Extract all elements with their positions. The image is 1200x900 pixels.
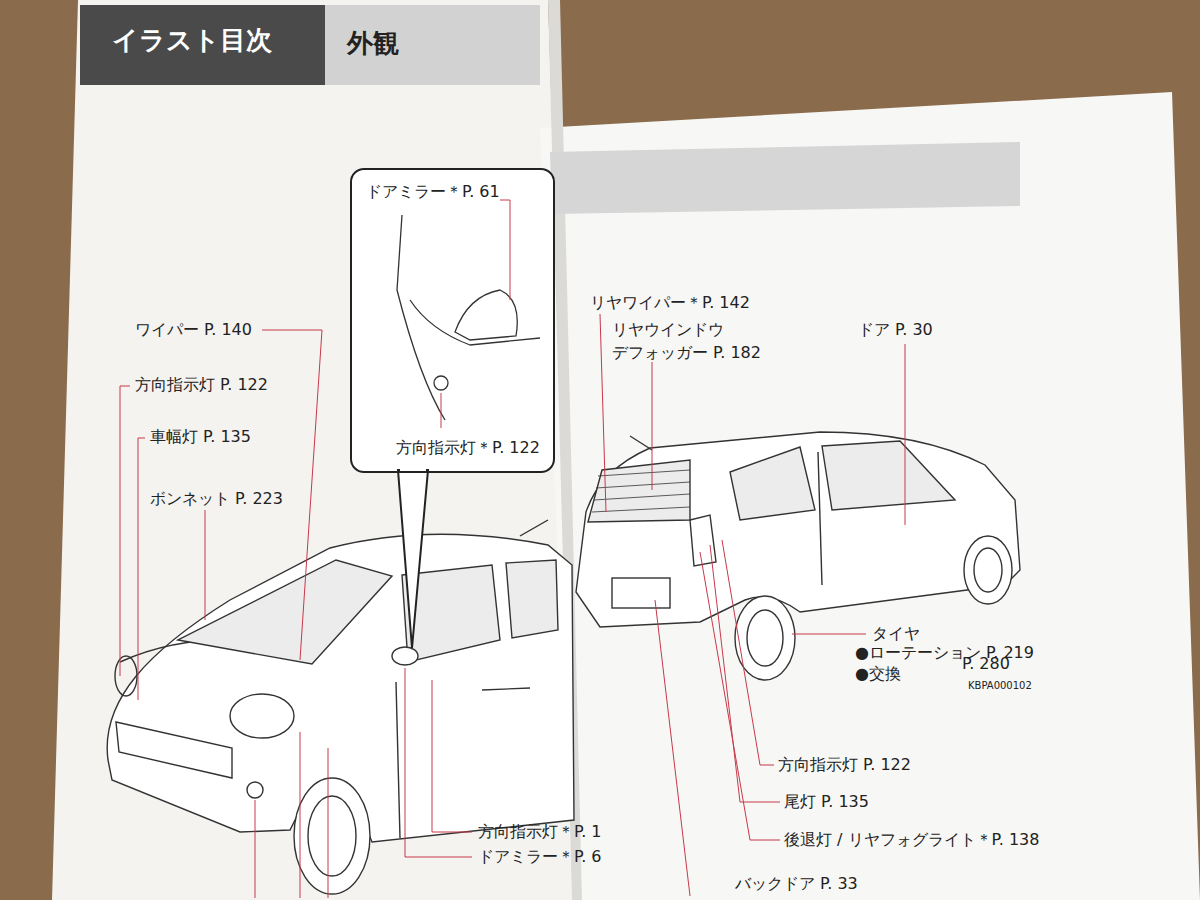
side-window <box>822 441 955 510</box>
tail-light <box>690 515 716 566</box>
part-label: バックドア P. 33 <box>735 874 858 893</box>
leader-line <box>652 362 653 490</box>
leader-line <box>700 552 780 840</box>
fog-light <box>247 782 263 798</box>
rear-car <box>576 432 1020 680</box>
callout <box>350 168 555 648</box>
wheel-rim <box>747 610 783 666</box>
headlight <box>115 656 137 696</box>
part-label: 後退灯 / リヤフォグライト＊P. 138 <box>784 830 1039 849</box>
wheel <box>964 536 1012 604</box>
door-handle <box>482 688 530 690</box>
leader-lines <box>120 200 905 898</box>
part-label: リヤワイパー＊P. 142 <box>590 293 750 312</box>
windshield <box>178 560 392 664</box>
side-indicator <box>434 376 448 390</box>
part-label: ボンネット P. 223 <box>150 489 283 508</box>
part-label: 方向指示灯 P. 122 <box>135 375 268 394</box>
door-line <box>396 682 400 838</box>
mirror-detail <box>397 215 540 420</box>
antenna <box>520 520 548 536</box>
car-body <box>576 432 1020 627</box>
side-window <box>506 560 558 638</box>
left-page <box>52 0 578 900</box>
leader-line <box>722 540 774 765</box>
leader-line <box>432 680 472 832</box>
side-window <box>730 447 815 520</box>
door-line <box>818 452 822 585</box>
license-plate <box>612 578 670 608</box>
wheel-rim <box>974 548 1002 592</box>
leader-line <box>905 344 906 525</box>
page-title: イラスト目次 <box>112 24 272 56</box>
part-label: リヤウインドウ デフォッガー P. 182 <box>612 318 787 364</box>
leader-line <box>138 438 145 700</box>
wheel-rim <box>308 796 356 876</box>
mirror-shape <box>455 290 517 340</box>
part-label: 方向指示灯 P. 122 <box>778 755 911 774</box>
defogger-lines <box>592 470 690 512</box>
part-label: ●交換 <box>855 664 901 683</box>
header-band <box>550 142 1020 214</box>
door-mirror <box>392 647 418 665</box>
part-label: タイヤ <box>872 624 920 643</box>
leader-line <box>205 510 206 620</box>
leader-line <box>600 314 606 512</box>
headlight <box>230 694 294 738</box>
grille <box>116 722 232 778</box>
callout-label: 方向指示灯＊P. 122 <box>396 438 540 458</box>
section-heading: 外観 <box>347 27 399 60</box>
leader-line <box>405 668 472 857</box>
callout-label: ドアミラー＊P. 61 <box>366 182 500 202</box>
part-label: P. 280 <box>962 654 1010 673</box>
leader-line <box>710 545 780 802</box>
leader-line <box>655 600 690 896</box>
antenna <box>630 436 652 450</box>
figure-code: KBPA000102 <box>968 679 1032 692</box>
leader-line <box>500 200 510 300</box>
leader-line <box>441 393 442 428</box>
leader-line <box>792 634 866 635</box>
right-page <box>540 92 1200 900</box>
part-label: 方向指示灯＊P. 1 <box>478 822 602 841</box>
leader-line <box>120 386 130 676</box>
title-tab <box>80 5 325 85</box>
callout-pointer <box>398 470 428 648</box>
part-label: 車幅灯 P. 135 <box>150 427 251 446</box>
part-label: ドア P. 30 <box>858 320 933 339</box>
section-band: 外観 <box>325 5 540 85</box>
part-label: 尾灯 P. 135 <box>784 792 869 811</box>
part-label: ドアミラー＊P. 6 <box>478 847 602 866</box>
callout-box: ドアミラー＊P. 61 方向指示灯＊P. 122 <box>350 168 555 473</box>
leader-line <box>255 732 328 898</box>
wheel <box>294 778 370 894</box>
callout-ground <box>350 168 555 473</box>
rear-window <box>588 460 690 522</box>
part-label: ワイパー P. 140 <box>135 320 252 339</box>
